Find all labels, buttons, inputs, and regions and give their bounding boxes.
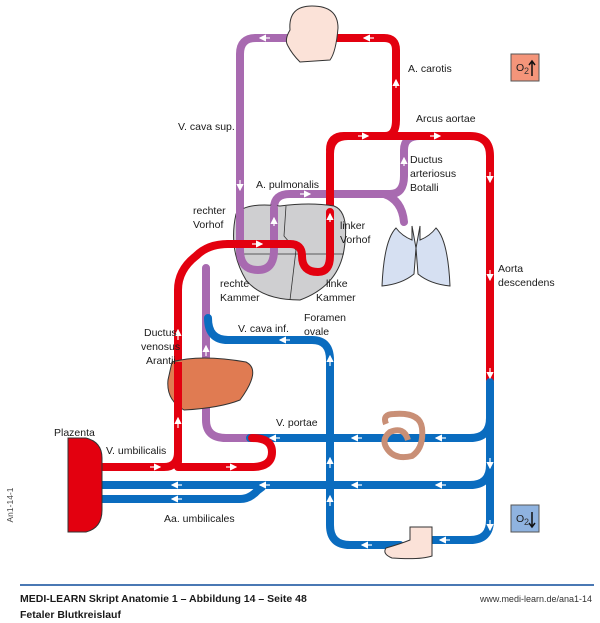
- svg-text:2: 2: [524, 517, 529, 527]
- vessel-v-portae: [246, 414, 494, 442]
- lungs: [381, 225, 451, 287]
- footer-title: MEDI-LEARN Skript Anatomie 1 – Abbildung…: [20, 593, 307, 605]
- placenta: [67, 437, 103, 533]
- vessel-aortic-arch: [326, 132, 494, 384]
- intestine: [381, 410, 426, 461]
- legend-o2-low: O 2: [510, 504, 540, 533]
- label-ductus-venosus-2: venosus: [141, 341, 180, 353]
- liver: [167, 357, 254, 411]
- label-a-carotis: A. carotis: [408, 63, 452, 75]
- label-plazenta: Plazenta: [54, 427, 95, 439]
- label-rechter-vorhof-1: rechter: [193, 205, 226, 217]
- footer-subtitle: Fetaler Blutkreislauf: [20, 609, 121, 621]
- label-v-portae: V. portae: [276, 417, 318, 429]
- vessel-v-cava-inf-mixed: [202, 264, 254, 442]
- heart-left-loop: [224, 208, 334, 277]
- heart: [233, 203, 347, 301]
- label-aa-umbilicales: Aa. umbilicales: [164, 513, 235, 525]
- vessel-v-umbilicalis: [98, 434, 276, 471]
- label-ductus-arteriosus-3: Botalli: [410, 182, 439, 194]
- label-a-pulmonalis: A. pulmonalis: [256, 179, 319, 191]
- label-v-cava-inf: V. cava inf.: [238, 323, 289, 335]
- vessel-v-cava-inf: [204, 314, 404, 549]
- footer-url[interactable]: www.medi-learn.de/ana1-14: [479, 594, 592, 604]
- label-linke-kammer-2: Kammer: [316, 292, 356, 304]
- footer-divider: [20, 584, 594, 586]
- flow-arrows: [150, 34, 494, 549]
- label-foramen-ovale-1: Foramen: [304, 312, 346, 324]
- label-v-cava-sup: V. cava sup.: [178, 121, 235, 133]
- head: [285, 5, 339, 63]
- label-rechte-kammer-2: Kammer: [220, 292, 260, 304]
- label-rechter-vorhof-2: Vorhof: [193, 219, 223, 231]
- label-aorta-descendens-2: descendens: [498, 277, 555, 289]
- figure-id: An1-14-1: [5, 487, 15, 523]
- label-ductus-arteriosus-2: arteriosus: [410, 168, 456, 180]
- label-foramen-ovale-2: ovale: [304, 326, 329, 338]
- vessel-aorta-lower: [426, 378, 494, 544]
- label-linke-kammer-1: linke: [326, 278, 348, 290]
- arrow-down-icon: [528, 512, 536, 529]
- label-ductus-arteriosus-1: Ductus: [410, 154, 443, 166]
- heart-right-loop: [236, 204, 278, 275]
- label-ductus-venosus-1: Ductus: [144, 327, 177, 339]
- vessel-aa-umbilicales-lower: [98, 483, 266, 503]
- label-v-umbilicalis: V. umbilicalis: [106, 445, 166, 457]
- label-rechte-kammer-1: rechte: [220, 278, 249, 290]
- label-ductus-venosus-3: Arantii: [146, 355, 176, 367]
- legend-o2-high: O 2: [510, 53, 540, 82]
- label-linker-vorhof-2: Vorhof: [340, 234, 370, 246]
- arrow-up-icon: [528, 59, 536, 76]
- label-linker-vorhof-1: linker: [340, 220, 366, 232]
- label-aorta-descendens-1: Aorta: [498, 263, 523, 275]
- vessel-pulmonary-branch: [380, 190, 408, 226]
- svg-text:2: 2: [524, 66, 529, 76]
- foot: [384, 526, 433, 560]
- label-arcus-aortae: Arcus aortae: [416, 113, 476, 125]
- svg-text:O: O: [516, 62, 524, 74]
- svg-text:O: O: [516, 513, 524, 525]
